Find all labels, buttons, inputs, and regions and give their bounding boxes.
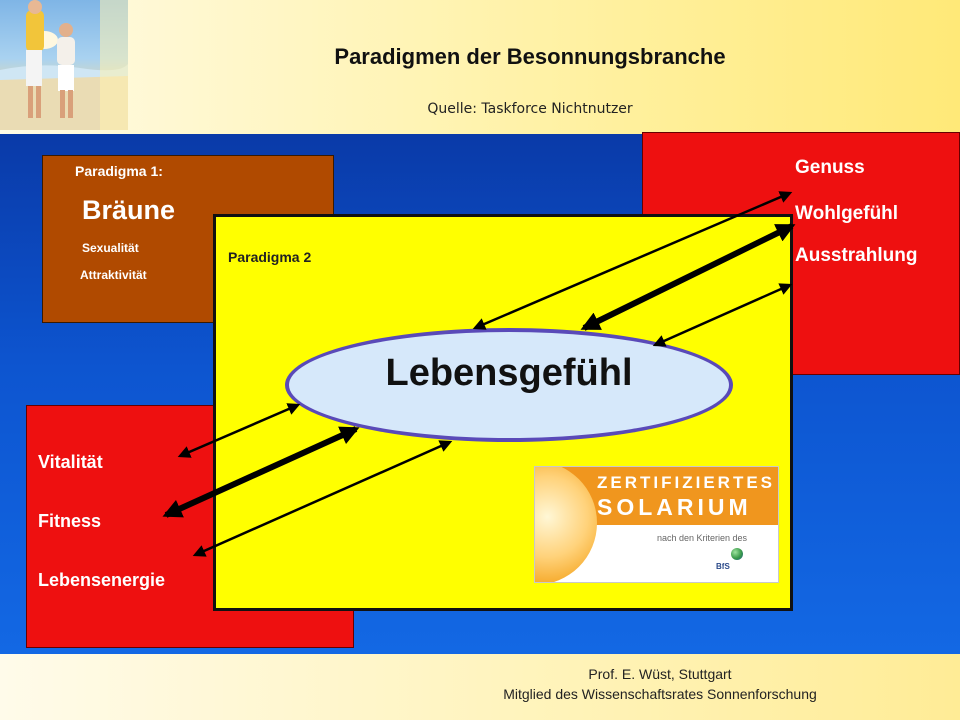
certified-solarium-logo: ZERTIFIZIERTES SOLARIUM nach den Kriteri… — [534, 466, 779, 583]
logo-line-3: nach den Kriterien des — [657, 533, 748, 543]
paradigm1-item: Attraktivität — [80, 268, 147, 282]
header: Paradigmen der Besonnungsbranche Quelle:… — [0, 0, 960, 134]
center-ellipse — [285, 328, 733, 442]
footer: Prof. E. Wüst, Stuttgart Mitglied des Wi… — [0, 654, 960, 720]
beach-couple-illustration — [0, 0, 128, 130]
left-term: Fitness — [38, 511, 102, 531]
left-term: Vitalität — [38, 452, 103, 472]
left-term: Lebensenergie — [38, 570, 166, 590]
logo-line-1: ZERTIFIZIERTES — [597, 473, 775, 492]
logo-org: BfS — [716, 562, 730, 571]
right-term: Wohlgefühl — [795, 203, 899, 224]
source-caption: Quelle: Taskforce Nichtnutzer — [427, 101, 633, 117]
paradigm1-item: Sexualität — [82, 241, 139, 255]
author-line: Prof. E. Wüst, Stuttgart — [588, 666, 732, 682]
paradigm1-heading: Paradigma 1: — [75, 163, 163, 179]
beach-couple-photo — [0, 0, 128, 130]
affiliation-line: Mitglied des Wissenschaftsrates Sonnenfo… — [503, 686, 817, 702]
globe-icon — [731, 548, 743, 560]
logo-line-2: SOLARIUM — [597, 494, 752, 520]
right-term: Ausstrahlung — [795, 245, 918, 266]
page-title: Paradigmen der Besonnungsbranche — [334, 44, 726, 69]
center-term: Lebensgefühl — [385, 352, 633, 394]
paradigm1-main-term: Bräune — [82, 195, 176, 225]
right-term: Genuss — [795, 157, 865, 178]
paradigm2-heading: Paradigma 2 — [228, 249, 312, 265]
